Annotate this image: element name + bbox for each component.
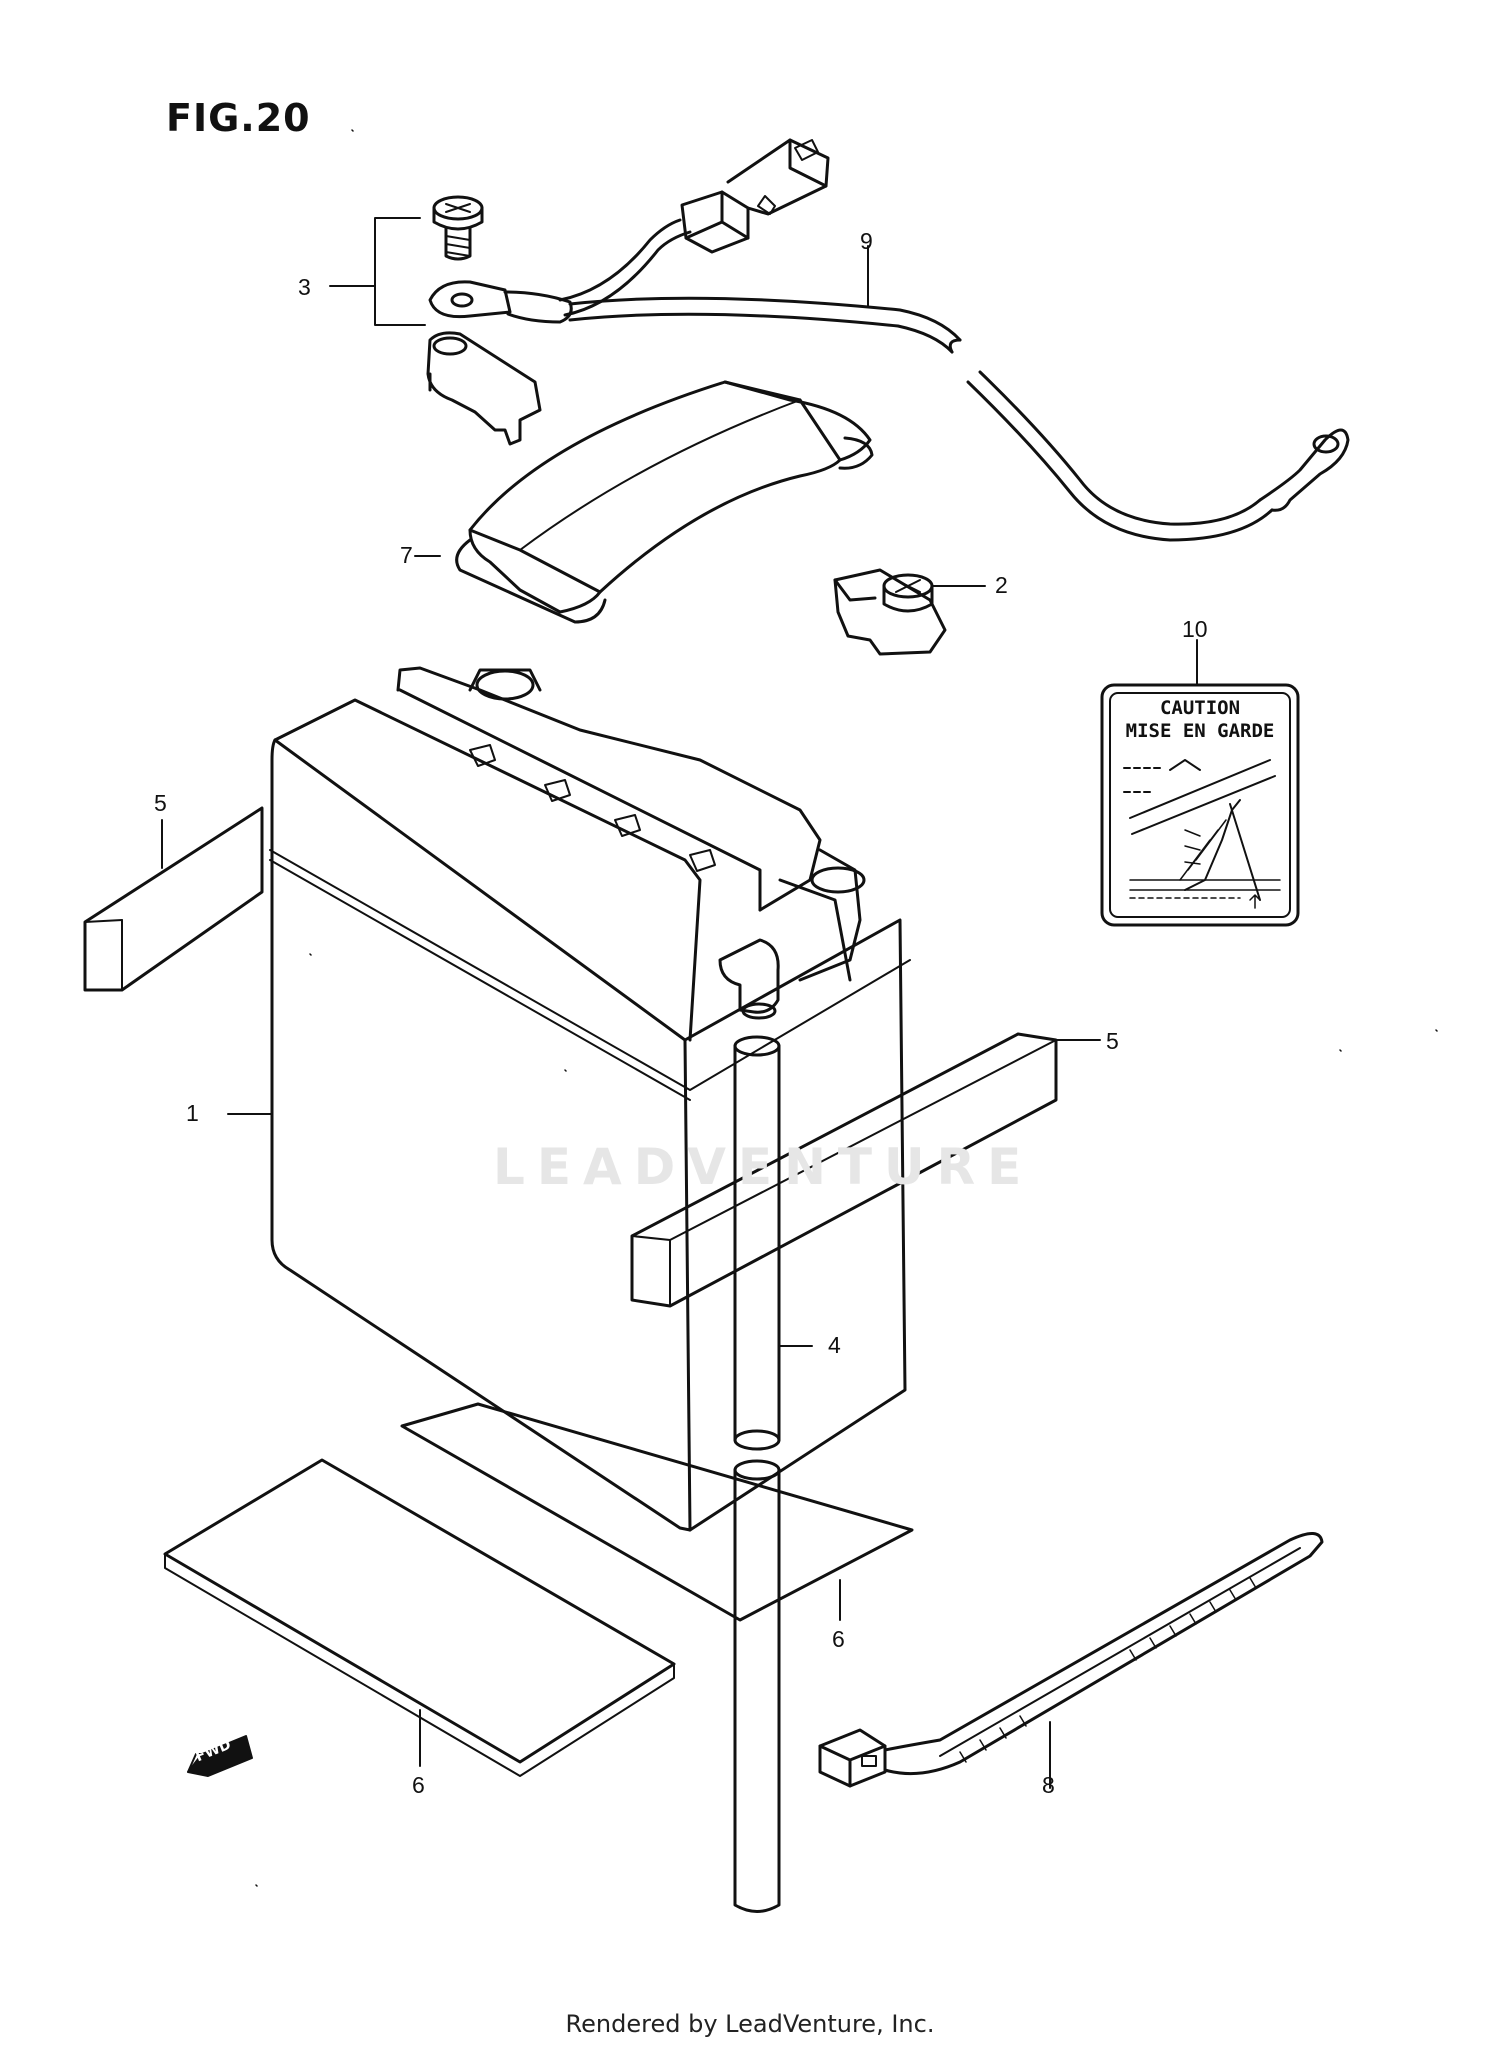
part-6-battery-pad-a[interactable] — [400, 1402, 914, 1622]
part-1-battery[interactable] — [227, 666, 911, 1532]
caution-label-line2: MISE EN GARDE — [1125, 720, 1275, 742]
part-5-cushion-right[interactable] — [630, 1032, 1101, 1308]
figure-title: FIG.20 — [166, 96, 311, 140]
part-3-bolt-and-terminal[interactable] — [329, 195, 542, 446]
callout-10[interactable]: 10 — [1182, 616, 1208, 642]
callout-5-right[interactable]: 5 — [1106, 1028, 1119, 1054]
callout-2[interactable]: 2 — [995, 572, 1008, 598]
watermark: LEADVENTURE — [493, 1138, 1034, 1196]
callout-8[interactable]: 8 — [1042, 1772, 1055, 1798]
callout-9[interactable]: 9 — [860, 228, 873, 254]
caution-label-line1: CAUTION — [1159, 697, 1241, 719]
part-9-battery-cable[interactable] — [428, 138, 1350, 542]
part-4-breather-hose[interactable] — [733, 1035, 813, 1913]
part-8-cable-tie[interactable] — [818, 1532, 1324, 1789]
callout-4[interactable]: 4 — [828, 1332, 841, 1358]
callout-3[interactable]: 3 — [298, 274, 311, 300]
part-2-terminal-bolt[interactable] — [833, 568, 986, 656]
callout-5-left[interactable]: 5 — [154, 790, 167, 816]
part-5-cushion-left[interactable] — [83, 806, 264, 992]
part-10-caution-label[interactable] — [1100, 639, 1300, 927]
scan-speckles — [255, 129, 1438, 1887]
part-7-battery-band[interactable] — [414, 380, 874, 624]
callout-6-left[interactable]: 6 — [412, 1772, 425, 1798]
part-6-battery-pad-b[interactable] — [163, 1458, 676, 1777]
callout-7[interactable]: 7 — [400, 542, 413, 568]
footer-credit: Rendered by LeadVenture, Inc. — [565, 2010, 935, 2038]
forward-arrow-icon — [187, 1735, 253, 1777]
callout-6-right[interactable]: 6 — [832, 1626, 845, 1652]
callout-1[interactable]: 1 — [186, 1100, 199, 1126]
